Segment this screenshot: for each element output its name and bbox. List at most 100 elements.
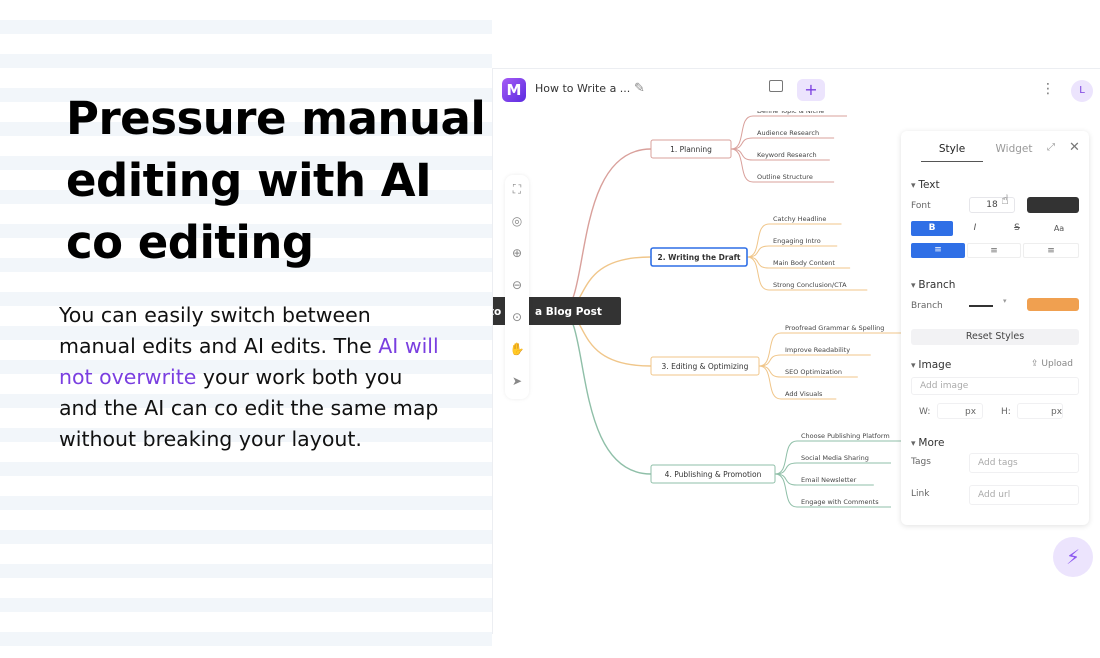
link-label: Link <box>911 489 930 499</box>
tab-widget[interactable]: Widget <box>995 143 1033 155</box>
leaf-connector <box>774 473 798 486</box>
leaf-node: Keyword Research <box>757 151 817 159</box>
align-right-button[interactable]: ≡ <box>1023 243 1079 258</box>
leaf-connector <box>730 148 754 161</box>
body-text-start: You can easily switch between manual edi… <box>59 303 379 358</box>
text-section-title[interactable]: Text <box>911 179 939 191</box>
width-unit: px <box>965 407 977 417</box>
branch-node-label: 2. Writing the Draft <box>657 253 740 262</box>
leaf-connector <box>774 440 798 475</box>
folder-icon[interactable] <box>769 80 783 92</box>
branch-node-label: 4. Publishing & Promotion <box>665 470 762 479</box>
italic-button[interactable]: I <box>973 223 977 233</box>
font-size-input[interactable]: 18 <box>969 197 1015 213</box>
leaf-connector <box>746 245 770 258</box>
branch-node <box>650 356 760 376</box>
leaf-connector <box>730 115 754 150</box>
tab-style[interactable]: Style <box>921 143 983 162</box>
marketing-panel: Pressure manual editing with AI co editi… <box>0 0 492 658</box>
body-highlight: AI will not overwrite <box>59 334 439 389</box>
branch-node <box>650 247 748 267</box>
add-image-input[interactable]: Add image <box>911 377 1079 395</box>
strike-button[interactable]: S <box>1014 223 1020 233</box>
upload-label: Upload <box>1041 359 1073 369</box>
leaf-connector <box>758 365 782 400</box>
font-color-swatch[interactable] <box>1027 197 1079 213</box>
expand-icon[interactable]: ⤢ <box>1047 142 1055 153</box>
leaf-connector <box>774 473 798 508</box>
leaf-connector <box>774 462 798 475</box>
tags-label: Tags <box>911 457 931 467</box>
fit-screen-icon[interactable]: ⛶ <box>512 182 522 196</box>
align-center-button[interactable]: ≡ <box>967 243 1021 258</box>
leaf-connector <box>758 354 782 367</box>
close-icon[interactable]: ✕ <box>1069 140 1080 155</box>
branch-node <box>650 464 776 484</box>
edit-title-icon[interactable]: ✎ <box>634 81 645 96</box>
case-button[interactable]: Aa <box>1053 224 1065 233</box>
app-topbar: M How to Write a ... ✎ + ⋮ L <box>493 69 1100 111</box>
height-input[interactable] <box>1017 403 1063 419</box>
headline: Pressure manual editing with AI co editi… <box>66 92 486 269</box>
branch-node-label: 3. Editing & Optimizing <box>662 362 749 371</box>
zoom-out-icon[interactable]: ⊖ <box>511 278 523 292</box>
width-input[interactable] <box>937 403 983 419</box>
style-panel: Style Widget ⤢ ✕ Text Font 18 ☝ B I S Aa… <box>901 131 1089 525</box>
reset-styles-button[interactable]: Reset Styles <box>911 329 1079 345</box>
avatar[interactable]: L <box>1071 80 1093 102</box>
ai-assistant-button[interactable]: ⚡ <box>1053 537 1093 577</box>
branch-style-dropdown-icon[interactable]: ▾ <box>1003 297 1007 305</box>
branch-label: Branch <box>911 301 943 311</box>
app-logo[interactable]: M <box>502 78 526 102</box>
leaf-node: Audience Research <box>757 129 819 137</box>
hand-cursor-icon: ☝ <box>1001 193 1009 208</box>
leaf-node: Proofread Grammar & Spelling <box>785 324 884 332</box>
more-menu-icon[interactable]: ⋮ <box>1041 81 1055 97</box>
tags-input[interactable]: Add tags <box>969 453 1079 473</box>
align-left-button[interactable]: ≡ <box>911 243 965 258</box>
leaf-node: Define Topic & Niche <box>757 111 824 115</box>
leaf-connector <box>746 256 770 269</box>
branch-section-title[interactable]: Branch <box>911 279 955 291</box>
leaf-connector <box>730 137 754 150</box>
add-button[interactable]: + <box>797 79 825 101</box>
leaf-connector <box>730 148 754 183</box>
leaf-node: Main Body Content <box>773 259 835 267</box>
leaf-connector <box>758 332 782 367</box>
image-section-title[interactable]: Image <box>911 359 951 371</box>
more-section-title[interactable]: More <box>911 437 944 449</box>
hand-icon[interactable]: ✋ <box>509 342 525 356</box>
canvas-toolbar: ⛶ ◎ ⊕ ⊖ ⊙ ✋ ➤ <box>505 175 529 399</box>
body-text-end: your work both you and the AI can co edi… <box>59 365 439 451</box>
zoom-in-icon[interactable]: ⊕ <box>511 246 523 260</box>
zoom-reset-icon[interactable]: ⊙ <box>511 310 523 324</box>
font-label: Font <box>911 201 931 211</box>
bold-button[interactable]: B <box>911 221 953 236</box>
upload-icon: ⇪ <box>1031 359 1039 369</box>
leaf-node: Strong Conclusion/CTA <box>773 281 847 289</box>
branch-node <box>650 139 732 159</box>
pointer-icon[interactable]: ➤ <box>511 374 523 388</box>
leaf-node: SEO Optimization <box>785 368 842 376</box>
branch-line-style[interactable] <box>969 305 993 307</box>
body-copy: You can easily switch between manual edi… <box>59 300 439 455</box>
link-input[interactable]: Add url <box>969 485 1079 505</box>
leaf-node: Engaging Intro <box>773 237 821 245</box>
branch-node-label: 1. Planning <box>670 145 712 154</box>
leaf-node: Email Newsletter <box>801 476 857 484</box>
document-title[interactable]: How to Write a ... <box>535 82 631 95</box>
leaf-node: Engage with Comments <box>801 498 879 506</box>
leaf-connector <box>746 256 770 291</box>
branch-color-swatch[interactable] <box>1027 298 1079 311</box>
leaf-node: Add Visuals <box>785 390 823 398</box>
root-prefix: to <box>493 306 501 318</box>
leaf-connector <box>746 223 770 258</box>
leaf-node: Choose Publishing Platform <box>801 432 890 440</box>
width-label: W: <box>919 407 931 417</box>
locate-icon[interactable]: ◎ <box>511 214 523 228</box>
upload-button[interactable]: ⇪ Upload <box>1031 359 1073 369</box>
leaf-node: Improve Readability <box>785 346 850 354</box>
branch-connector <box>560 310 652 475</box>
leaf-node: Catchy Headline <box>773 215 826 223</box>
